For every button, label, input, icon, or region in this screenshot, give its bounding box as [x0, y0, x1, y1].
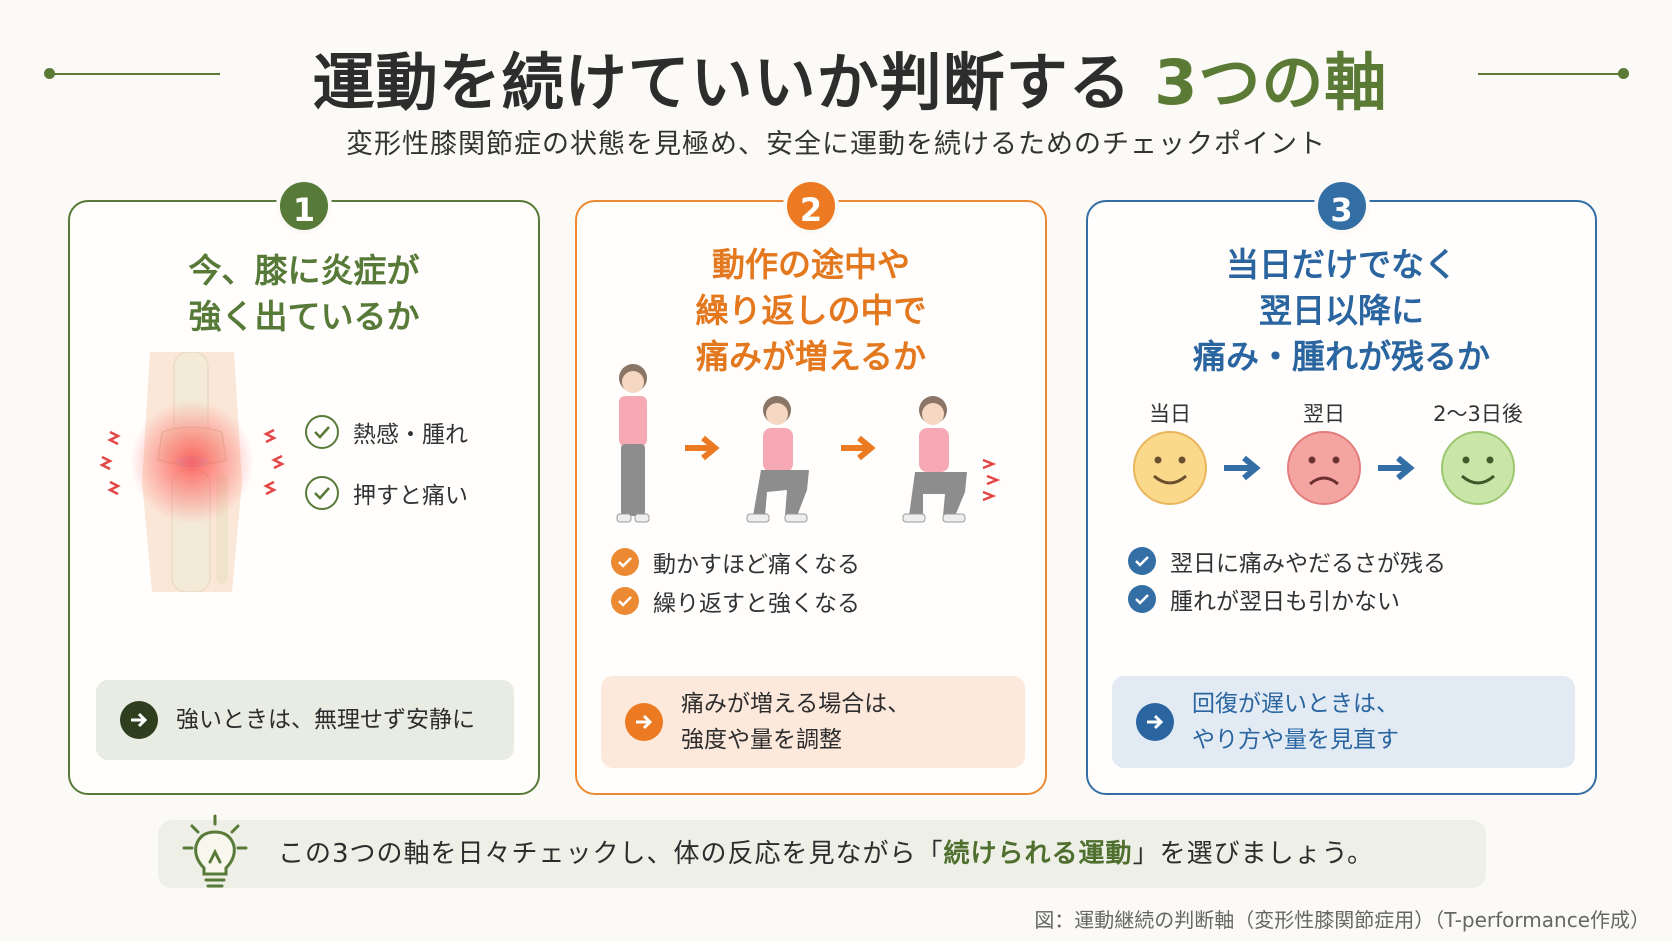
check-item: 繰り返すと強くなる — [611, 584, 860, 618]
check-filled-icon — [611, 548, 639, 576]
arrow-right-icon — [1224, 455, 1261, 481]
sad-face-icon — [1287, 431, 1361, 505]
card-title-line: 翌日以降に — [1259, 291, 1424, 330]
card-pain-next-day: 3 当日だけでなく 翌日以降に 痛み・腫れが残るか 当日 翌日 2〜3日後 翌日… — [1086, 178, 1597, 795]
smile-face-icon — [1133, 431, 1207, 505]
title-dot-right — [1618, 68, 1629, 79]
figure-caption: 図：運動継続の判断軸（変形性膝関節症用）（T-performance作成） — [1034, 908, 1650, 932]
arrow-right-icon — [1378, 455, 1415, 481]
day-label: 翌日 — [1303, 402, 1345, 426]
callout-line: 強いときは、無理せず安静に — [176, 707, 475, 733]
card-number-badge: 3 — [1313, 178, 1370, 234]
callout-text: 強いときは、無理せず安静に — [176, 702, 475, 738]
footer-summary: この3つの軸を日々チェックし、体の反応を見ながら「続けられる運動」を選びましょう… — [158, 814, 1486, 888]
footer-text-after: 」を選びましょう。 — [1132, 839, 1375, 869]
callout-line: 強度や量を調整 — [681, 727, 842, 753]
check-item-text: 繰り返すと強くなる — [653, 591, 860, 617]
arrow-right-icon — [685, 435, 720, 461]
day-label: 2〜3日後 — [1433, 402, 1523, 426]
arrow-right-icon — [625, 703, 663, 741]
smile-face-icon — [1441, 431, 1515, 505]
card-title-line: 強く出ているか — [188, 297, 420, 336]
callout-advice: 痛みが増える場合は、 強度や量を調整 — [601, 676, 1025, 768]
card-title: 今、膝に炎症が 強く出ているか — [70, 248, 538, 340]
footer-text-before: この3つの軸を日々チェックし、体の反応を見ながら「 — [278, 839, 944, 869]
check-circle-icon — [305, 415, 339, 449]
card-number-badge: 1 — [276, 178, 332, 234]
card-title: 当日だけでなく 翌日以降に 痛み・腫れが残るか — [1088, 242, 1595, 380]
arrow-right-icon — [1136, 703, 1174, 741]
card-title-line: 繰り返しの中で — [695, 291, 927, 330]
arrow-right-icon — [120, 701, 158, 739]
woman-squatting-pain-icon — [902, 396, 1001, 523]
day-label: 当日 — [1149, 402, 1191, 426]
check-item: 腫れが翌日も引かない — [1128, 582, 1400, 616]
title-main: 運動を続けていいか判断する — [312, 46, 1132, 119]
check-item-text: 腫れが翌日も引かない — [1170, 589, 1400, 615]
callout-text: 回復が遅いときは、 やり方や量を見直す — [1192, 686, 1399, 758]
check-item: 熱感・腫れ — [305, 415, 468, 449]
callout-line: 痛みが増える場合は、 — [681, 691, 911, 717]
lightbulb-icon — [182, 814, 248, 888]
card-title: 動作の途中や 繰り返しの中で 痛みが増えるか — [577, 242, 1045, 380]
check-item-text: 熱感・腫れ — [353, 422, 468, 448]
callout-advice: 強いときは、無理せず安静に — [96, 680, 514, 760]
page-title: 運動を続けていいか判断する 3つの軸 — [230, 32, 1470, 122]
check-item-text: 翌日に痛みやだるさが残る — [1170, 551, 1446, 577]
title-row: 運動を続けていいか判断する 3つの軸 — [0, 22, 1672, 122]
card-title-line: 今、膝に炎症が — [188, 251, 420, 290]
card-number-badge: 2 — [783, 178, 839, 234]
check-filled-icon — [611, 587, 639, 615]
check-circle-icon — [305, 476, 339, 510]
title-accent: 3つの軸 — [1154, 46, 1388, 119]
callout-line: やり方や量を見直す — [1192, 727, 1399, 753]
callout-advice: 回復が遅いときは、 やり方や量を見直す — [1112, 676, 1575, 768]
woman-standing-icon — [616, 364, 650, 523]
squat-sequence-illustration — [616, 364, 1001, 523]
footer-highlight: 続けられる運動 — [943, 839, 1133, 869]
title-divider-right — [1478, 73, 1624, 75]
title-divider-left — [48, 73, 220, 75]
card-title-line: 動作の途中や — [712, 245, 910, 284]
subtitle: 変形性膝関節症の状態を見極め、安全に運動を続けるためのチェックポイント — [346, 129, 1326, 160]
check-item: 翌日に痛みやだるさが残る — [1128, 544, 1446, 578]
title-dot-left — [44, 68, 55, 79]
knee-illustration — [99, 352, 285, 592]
callout-line: 回復が遅いときは、 — [1192, 691, 1399, 717]
check-filled-icon — [1128, 585, 1156, 613]
check-item-text: 押すと痛い — [353, 483, 468, 509]
card-pain-during-motion: 2 動作の途中や 繰り返しの中で 痛みが増えるか — [575, 178, 1047, 795]
woman-squatting-icon — [746, 396, 809, 523]
check-filled-icon — [1128, 547, 1156, 575]
recovery-timeline — [1133, 431, 1515, 505]
check-item-text: 動かすほど痛くなる — [653, 552, 860, 578]
card-title-line: 痛みが増えるか — [695, 337, 926, 376]
check-item: 動かすほど痛くなる — [611, 545, 860, 579]
arrow-right-icon — [841, 435, 876, 461]
card-title-line: 当日だけでなく — [1226, 245, 1457, 284]
card-inflammation: 1 今、膝に炎症が 強く出ているか 熱感・腫れ 押すと痛い 強いとき — [68, 178, 540, 795]
check-item: 押すと痛い — [305, 476, 468, 510]
card-title-line: 痛み・腫れが残るか — [1193, 337, 1490, 376]
callout-text: 痛みが増える場合は、 強度や量を調整 — [681, 686, 910, 758]
footer-text: この3つの軸を日々チェックし、体の反応を見ながら「続けられる運動」を選びましょう… — [278, 820, 1374, 888]
